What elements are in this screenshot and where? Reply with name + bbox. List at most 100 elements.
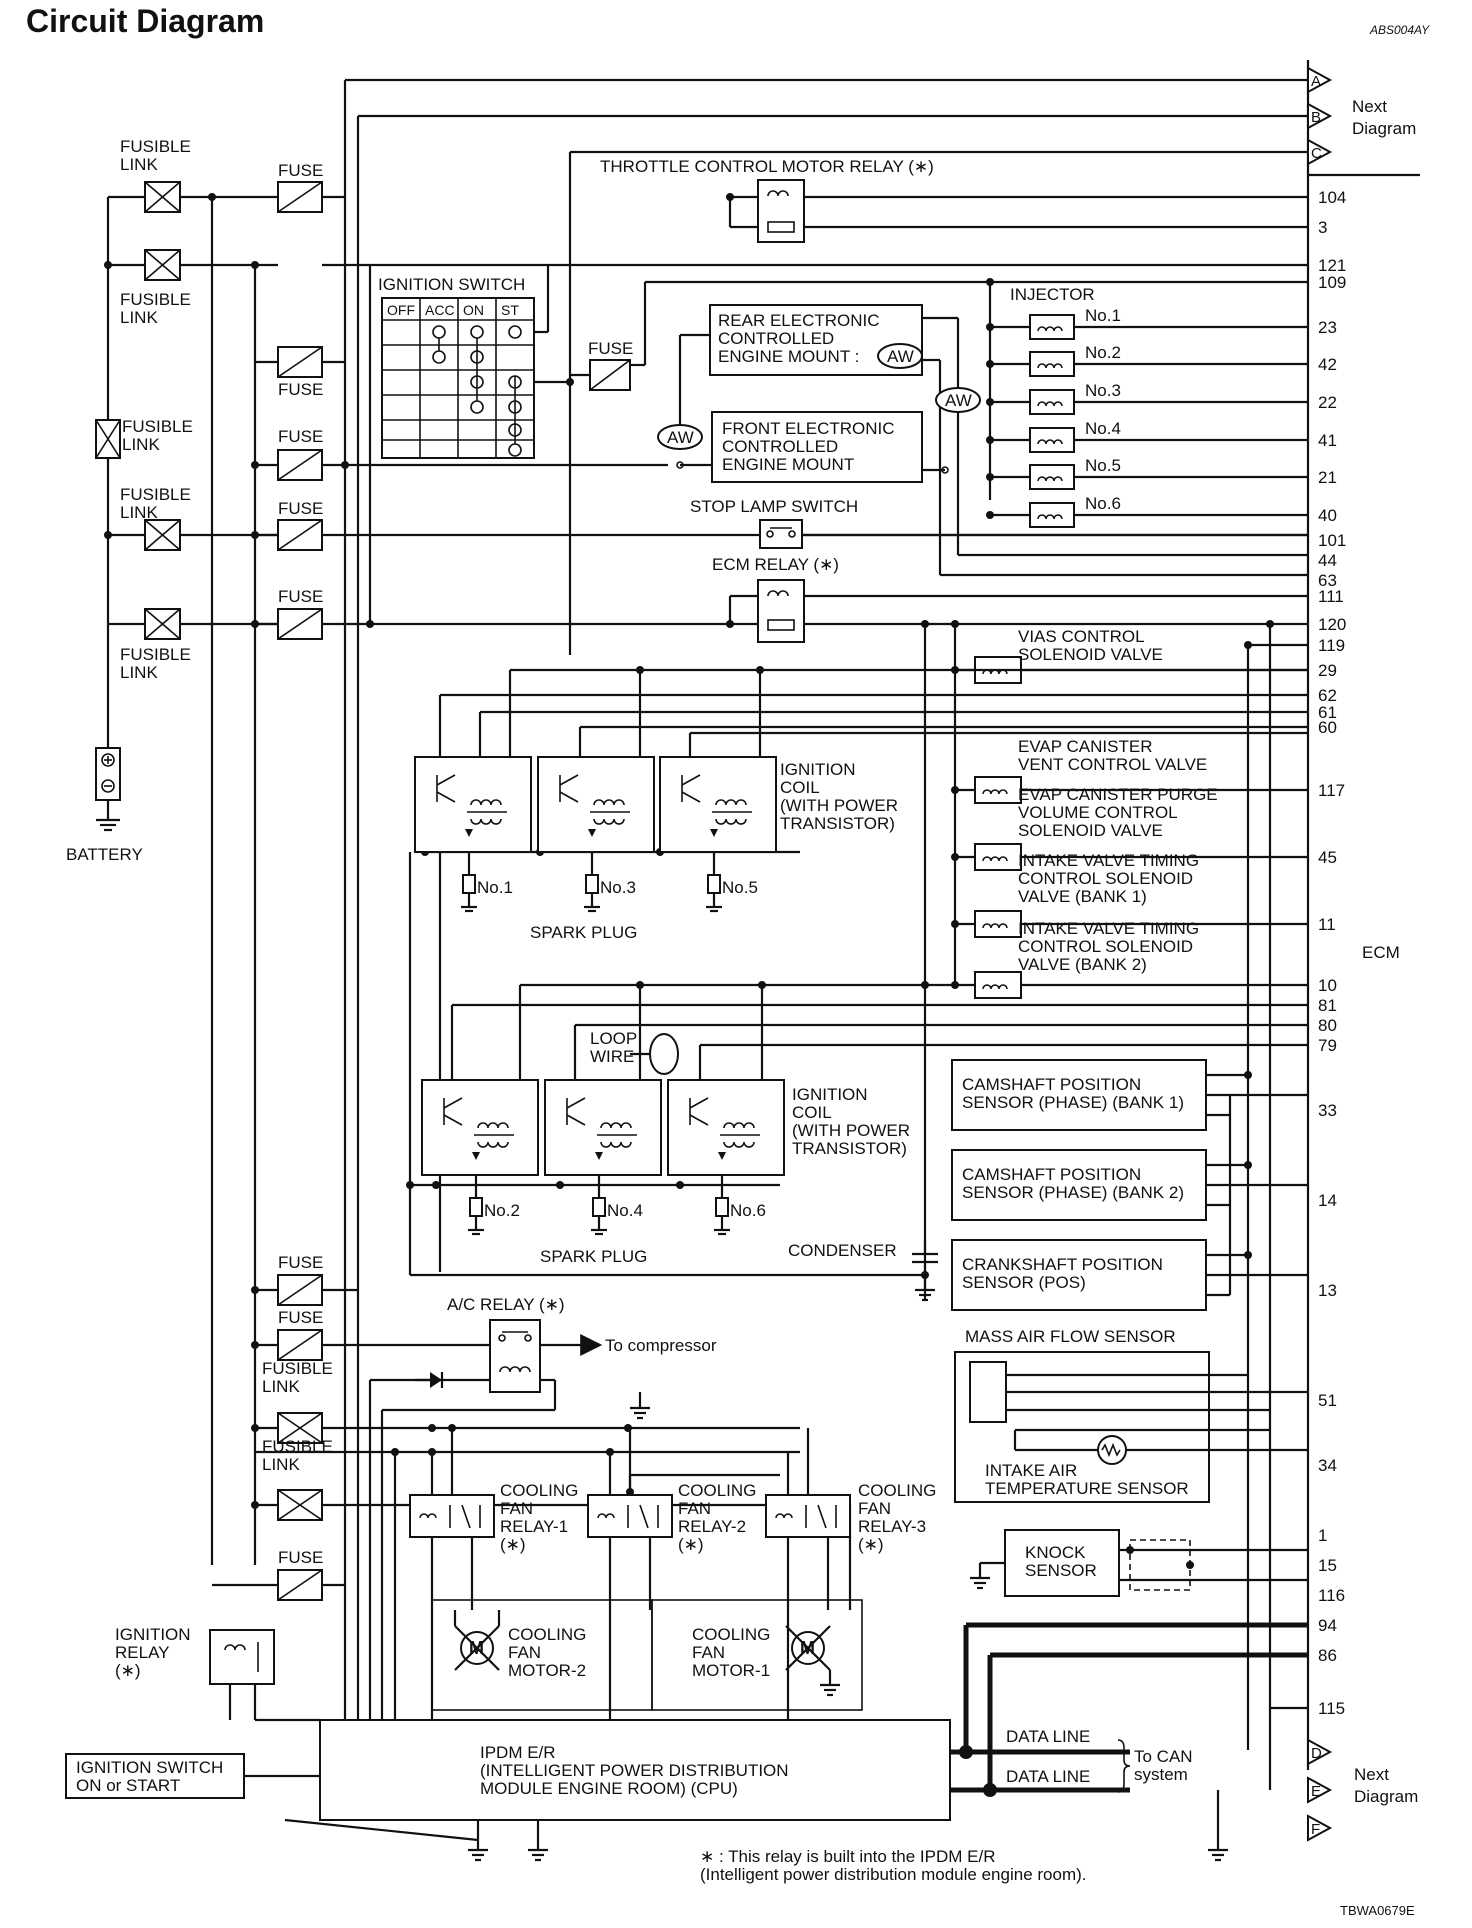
fuse-5: FUSE: [277, 587, 323, 640]
can-data-lines: [950, 1622, 1308, 1797]
ecm-pin-21: 21: [1318, 468, 1337, 487]
injector-2: No.2: [986, 343, 1308, 377]
mount-aw-badge-right: AW: [935, 387, 981, 413]
connector-A: A: [1307, 66, 1333, 94]
connector-F: F: [1307, 1814, 1333, 1842]
lower-fuse-1: FUSE: [277, 1253, 323, 1306]
svg-text:FUSE: FUSE: [278, 1308, 323, 1327]
data-line-1-label: DATA LINE: [1006, 1727, 1090, 1746]
solenoid-evap-vent: [951, 776, 1308, 804]
svg-text:No.2: No.2: [484, 1201, 520, 1220]
battery-feed: [106, 195, 145, 755]
ignition-switch: [381, 265, 574, 459]
mount-fuse: [570, 280, 1308, 391]
doc-code: ABS004AY: [1369, 23, 1430, 37]
ecm-pin-13: 13: [1318, 1281, 1337, 1300]
ecm-pin-29: 29: [1318, 661, 1337, 680]
ignition-coil-top-1: No.1: [414, 756, 532, 913]
data-line-2-label: DATA LINE: [1006, 1767, 1090, 1786]
svg-text:No.6: No.6: [1085, 494, 1121, 513]
ecm-pin-81: 81: [1318, 996, 1337, 1015]
svg-text:C: C: [1311, 145, 1322, 162]
ecm-pin-44: 44: [1318, 551, 1337, 570]
ignition-switch-label: IGNITION SWITCH: [378, 275, 525, 294]
to-compressor-label: To compressor: [605, 1336, 717, 1355]
ecm-pin-109: 109: [1318, 273, 1346, 292]
ecm-pin-14: 14: [1318, 1191, 1337, 1210]
svg-text:A: A: [1311, 73, 1321, 90]
ignition-coil-bottom-1: No.2: [421, 1079, 539, 1236]
ecm-pin-33: 33: [1318, 1101, 1337, 1120]
svg-text:FUSE: FUSE: [278, 1253, 323, 1272]
ecm-pin-104: 104: [1318, 188, 1346, 207]
ecm-pin-61: 61: [1318, 703, 1337, 722]
camshaft-sensor-bank1: [951, 1059, 1308, 1131]
switch-pos-off: OFF: [387, 302, 415, 318]
spark-plug-bottom-label: SPARK PLUG: [540, 1247, 647, 1266]
injector-3: No.3: [986, 381, 1308, 415]
maf-label: MASS AIR FLOW SENSOR: [965, 1327, 1176, 1346]
ecm-pin-119: 119: [1318, 636, 1345, 655]
connector-B: B: [1307, 102, 1333, 130]
fuse-4: FUSE: [277, 499, 323, 551]
svg-text:No.4: No.4: [607, 1201, 643, 1220]
injector-6: No.6: [986, 494, 1308, 528]
ecm-pin-40: 40: [1318, 506, 1337, 525]
ecm-label: ECM: [1362, 943, 1400, 962]
injector-4: No.4: [986, 419, 1308, 453]
ecm-pin-51: 51: [1318, 1391, 1337, 1410]
ecm-pin-42: 42: [1318, 355, 1337, 374]
solenoid-ivt-b2: [951, 971, 1308, 999]
ecm-pin-79: 79: [1318, 1036, 1337, 1055]
ignition-coil-bottom-2: No.4: [544, 1079, 662, 1236]
next-diagram-connectors-bottom: DEF: [1307, 1738, 1333, 1842]
ecm-pin-117: 117: [1318, 781, 1345, 800]
stop-lamp-label: STOP LAMP SWITCH: [690, 497, 858, 516]
junction-dots: [104, 193, 374, 628]
ac-relay-label: A/C RELAY (∗): [447, 1295, 565, 1314]
ecm-pin-80: 80: [1318, 1016, 1337, 1035]
ecm-pin-45: 45: [1318, 848, 1337, 867]
lower-fuse-3: FUSE: [277, 1548, 323, 1601]
ecm-pin-41: 41: [1318, 431, 1337, 450]
condenser: [408, 1185, 938, 1302]
switch-pos-st: ST: [501, 302, 519, 318]
ignition-coil-top-3: No.5: [659, 756, 777, 913]
ecm-pin-120: 120: [1318, 615, 1346, 634]
svg-text:No.4: No.4: [1085, 419, 1121, 438]
cooling-fan-relay-2: [587, 1428, 673, 1720]
ecm-pin-15: 15: [1318, 1556, 1337, 1575]
svg-text:M: M: [469, 1638, 484, 1658]
loop-wire: [630, 1033, 679, 1075]
injector-label: INJECTOR: [1010, 285, 1095, 304]
ecm-pin-11: 11: [1318, 915, 1336, 934]
fuse-3: FUSE: [277, 427, 323, 481]
battery-label: BATTERY: [66, 845, 143, 864]
throttle-relay: [726, 179, 1308, 243]
injector-5: No.5: [986, 456, 1308, 490]
ecm-pin-115: 115: [1318, 1699, 1345, 1718]
switch-pos-on: ON: [463, 302, 484, 318]
